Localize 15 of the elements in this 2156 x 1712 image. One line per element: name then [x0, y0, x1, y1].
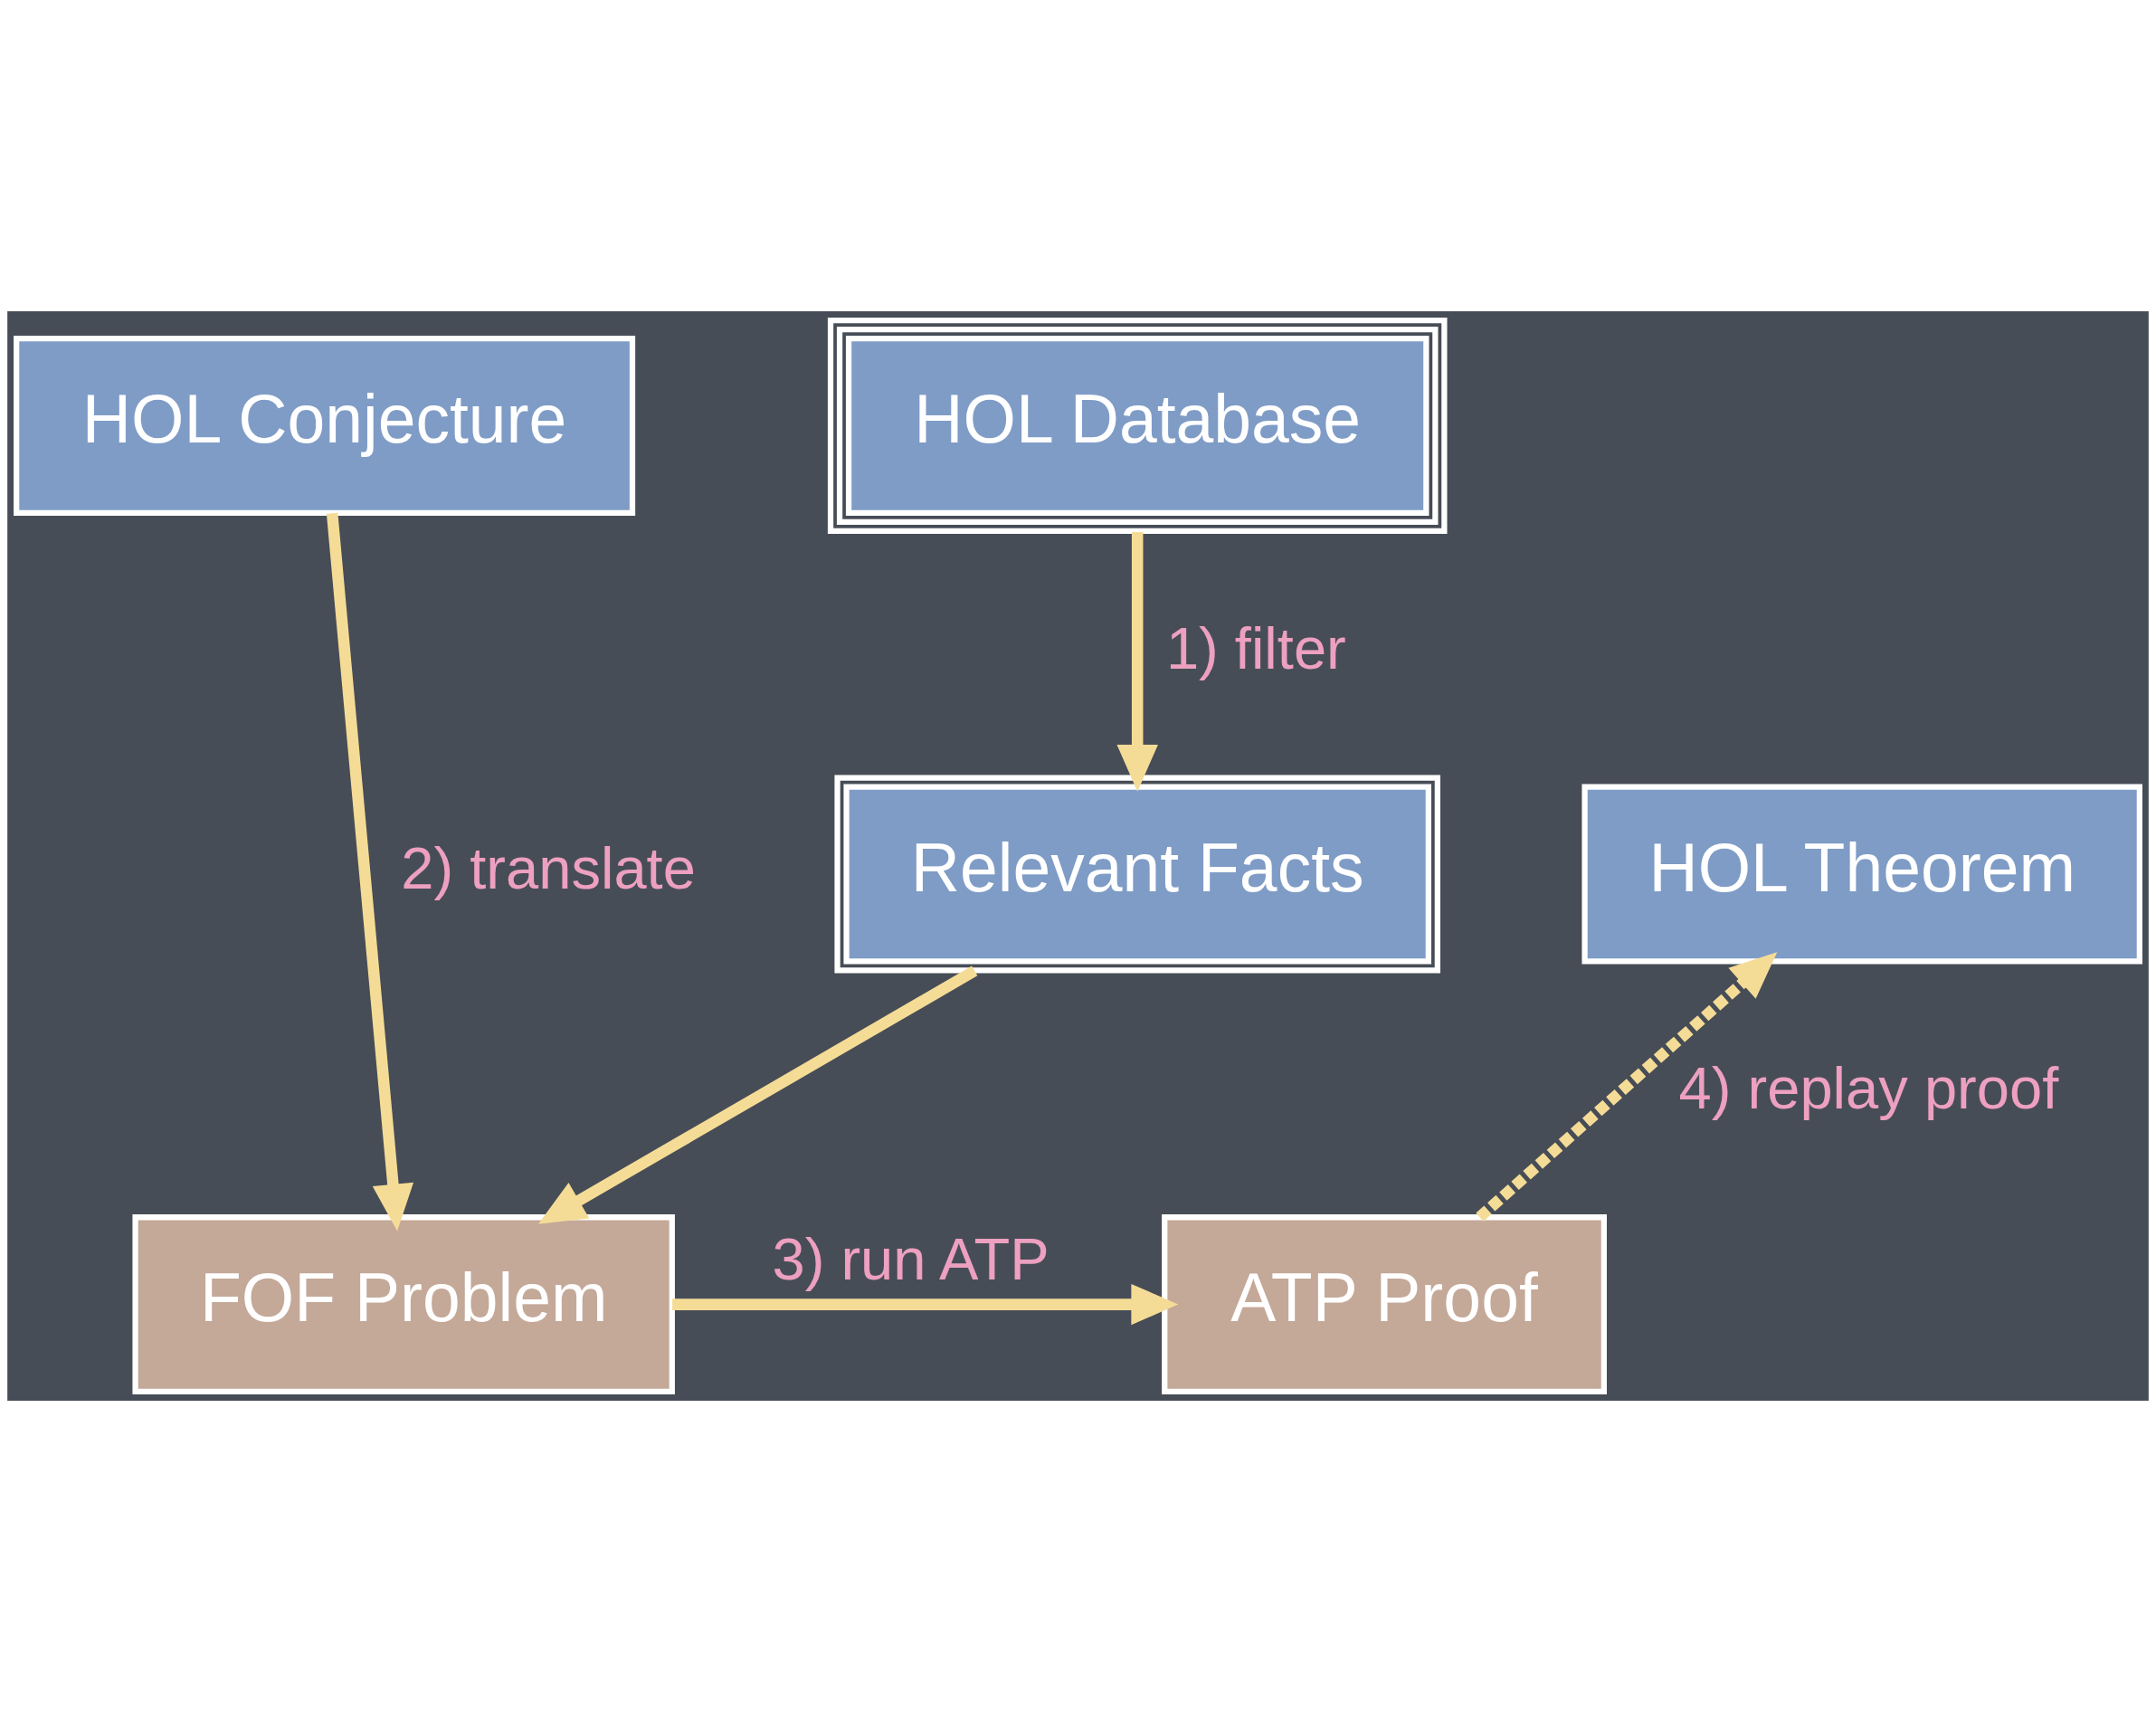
node-box: HOL Conjecture [14, 335, 636, 516]
arrow [326, 512, 414, 1232]
node-box: Relevant Facts [834, 775, 1440, 974]
node-box: FOF Problem [132, 1214, 675, 1395]
edge-label: 1) filter [1165, 614, 1346, 681]
edge-label: 3) run ATP [772, 1225, 1049, 1292]
node-box: HOL Database [827, 317, 1448, 534]
arrow [537, 965, 978, 1224]
node-box: ATP Proof [1162, 1214, 1607, 1395]
arrow [672, 1283, 1179, 1326]
arrow [1476, 952, 1778, 1222]
edge-label: 4) replay proof [1678, 1054, 2059, 1121]
edge-label: 2) translate [401, 834, 696, 901]
node-box: HOL Theorem [1581, 784, 2142, 965]
arrow [1116, 531, 1158, 792]
